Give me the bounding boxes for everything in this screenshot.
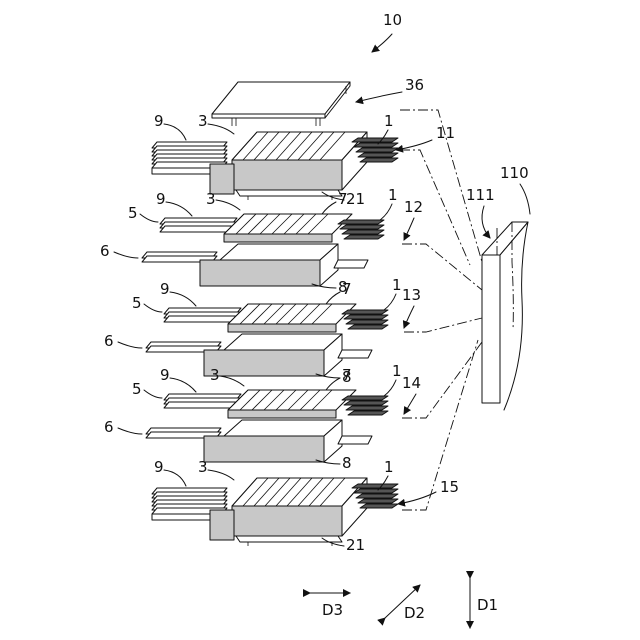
cover-plate bbox=[212, 82, 350, 126]
cover-ref-label: 36 bbox=[405, 76, 424, 94]
layer-3-label-1: 1 bbox=[392, 276, 402, 294]
split-module-4: 5 6 9 3 7 1 8 bbox=[104, 362, 402, 472]
unit-callout-13: 13 bbox=[402, 286, 482, 332]
layer-3-label-6: 6 bbox=[104, 332, 114, 350]
layer-4-label-5: 5 bbox=[132, 380, 142, 398]
unit-callout-14: 14 bbox=[402, 342, 482, 418]
frame-wall-ref-label: 111 bbox=[466, 186, 495, 204]
assembly-ref-leader bbox=[372, 34, 392, 52]
layer-1-label-3: 3 bbox=[198, 112, 208, 130]
layer-3-label-5: 5 bbox=[132, 294, 142, 312]
unit-15-label: 15 bbox=[440, 478, 459, 496]
layer-1-label-21: 21 bbox=[346, 190, 365, 208]
unit-11-label: 11 bbox=[436, 124, 455, 142]
layer-2-label-5: 5 bbox=[128, 204, 138, 222]
battery-module-1: 9 3 1 21 bbox=[152, 112, 398, 208]
layer-2-label-9: 9 bbox=[156, 190, 166, 208]
direction-d3-label: D3 bbox=[322, 601, 343, 619]
layer-4-label-9: 9 bbox=[160, 366, 170, 384]
direction-d3: D3 bbox=[310, 593, 350, 619]
layer-4-label-8: 8 bbox=[342, 454, 352, 472]
layer-5-label-21: 21 bbox=[346, 536, 365, 554]
frame-ref-label: 110 bbox=[500, 164, 529, 182]
layer-3-label-7: 7 bbox=[342, 280, 352, 298]
unit-12-label: 12 bbox=[404, 198, 423, 216]
battery-module-5: 9 3 1 21 bbox=[152, 458, 398, 554]
layer-5-label-1: 1 bbox=[384, 458, 394, 476]
layer-4-label-7: 7 bbox=[342, 366, 352, 384]
frame-ref-leader bbox=[520, 184, 530, 214]
layer-2-label-1: 1 bbox=[388, 186, 398, 204]
layers: 931215693718569718569371893121 bbox=[100, 112, 402, 554]
layer-3-label-9: 9 bbox=[160, 280, 170, 298]
direction-d1: D1 bbox=[470, 578, 498, 628]
layer-5-label-9: 9 bbox=[154, 458, 164, 476]
layer-4-label-3: 3 bbox=[210, 366, 220, 384]
cover-ref-leader bbox=[356, 92, 402, 102]
layer-2-label-3: 3 bbox=[206, 190, 216, 208]
housing-frame bbox=[482, 222, 528, 410]
layer-4-label-1: 1 bbox=[392, 362, 402, 380]
frame-wall-ref-leader bbox=[482, 206, 490, 238]
layer-2-label-6: 6 bbox=[100, 242, 110, 260]
layer-2-label-7: 7 bbox=[338, 190, 348, 208]
layer-5-label-3: 3 bbox=[198, 458, 208, 476]
unit-callout-15: 15 bbox=[398, 340, 478, 510]
split-module-3: 569718 bbox=[104, 276, 402, 386]
direction-d2-label: D2 bbox=[404, 604, 425, 622]
layer-1-label-9: 9 bbox=[154, 112, 164, 130]
direction-d2: D2 bbox=[385, 585, 425, 622]
assembly-ref-label: 10 bbox=[383, 11, 402, 29]
layer-1-label-1: 1 bbox=[384, 112, 394, 130]
unit-callout-12: 12 bbox=[402, 198, 482, 290]
direction-d1-label: D1 bbox=[477, 596, 498, 614]
unit-13-label: 13 bbox=[402, 286, 421, 304]
unit-14-label: 14 bbox=[402, 374, 421, 392]
layer-4-label-6: 6 bbox=[104, 418, 114, 436]
